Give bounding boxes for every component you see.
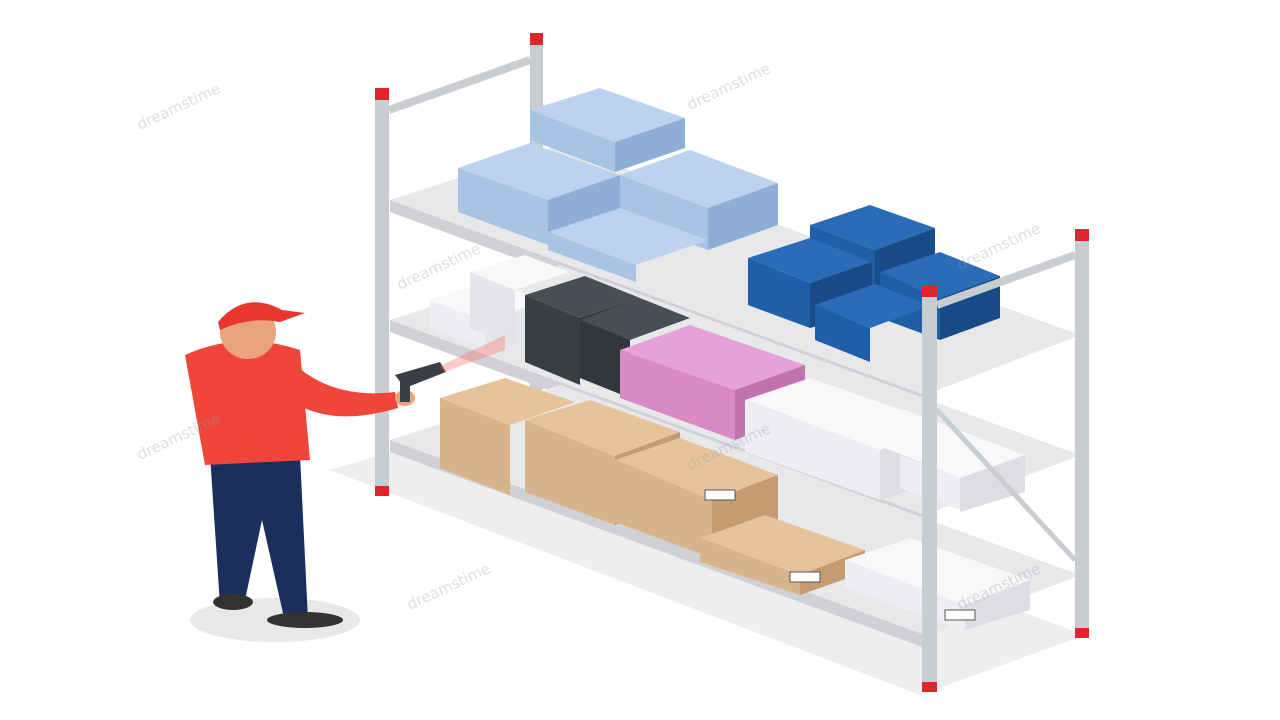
cardboard-boxes bbox=[440, 378, 1030, 630]
watermark-text: dreamstime bbox=[134, 79, 223, 133]
rack-front-posts bbox=[922, 229, 1089, 692]
worker bbox=[185, 302, 505, 628]
watermark-text: dreamstime bbox=[394, 239, 483, 293]
light-blue-boxes bbox=[458, 88, 778, 282]
barcode-scanner-icon bbox=[395, 362, 446, 402]
watermark-text: dreamstime bbox=[684, 59, 773, 113]
dark-blue-boxes bbox=[748, 205, 1000, 362]
watermark-text: dreamstime bbox=[954, 219, 1043, 273]
scanner-beam bbox=[440, 335, 505, 372]
fragile-label-icon bbox=[789, 571, 821, 583]
fragile-label-icon bbox=[704, 489, 736, 501]
fragile-label-icon bbox=[944, 609, 976, 621]
watermark-text: dreamstime bbox=[404, 559, 493, 613]
